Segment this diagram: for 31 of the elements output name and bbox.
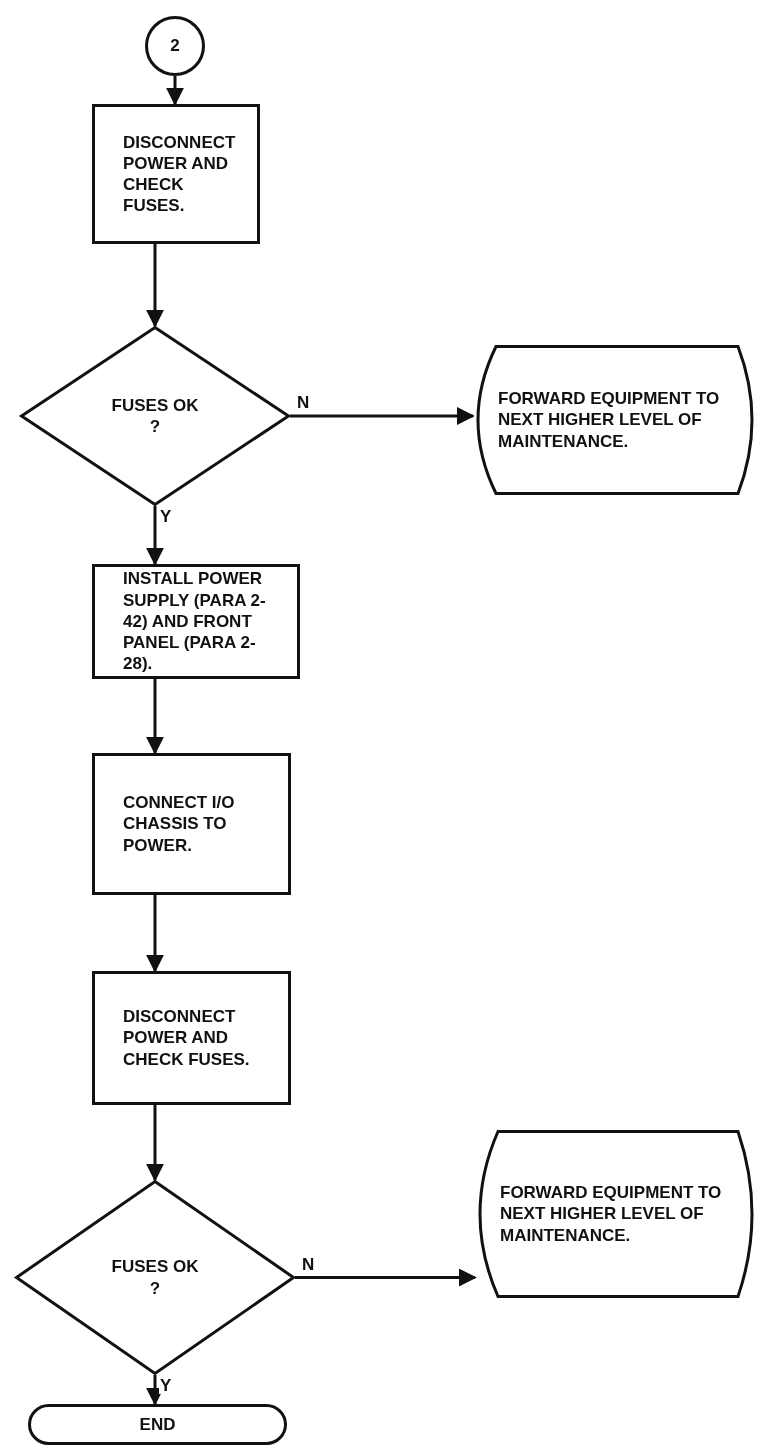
edge-label: N [296,394,311,411]
node-text: FORWARD EQUIPMENT TO NEXT HIGHER LEVEL OF MAINTENANCE. [500,1182,723,1246]
arrow [166,76,184,106]
node-text: INSTALL POWER SUPPLY (PARA 2-42) AND FRONT PANEL (PARA 2-28). [123,568,267,675]
node-text: FUSES OK ? [110,1256,200,1299]
node-text: FUSES OK ? [110,394,200,438]
arrow [146,895,164,973]
arrow [295,1268,477,1287]
arrow [146,506,164,566]
edge-label: N [301,1255,316,1273]
node-text: DISCONNECT POWER AND CHECK FUSES. [123,131,237,217]
node-text: FORWARD EQUIPMENT TO NEXT HIGHER LEVEL OF MAINTENANCE. [498,388,721,452]
node-text: DISCONNECT POWER AND CHECK FUSES. [123,1006,251,1070]
arrow [146,679,164,755]
decision-diamond [20,326,290,506]
decision-diamond [15,1180,295,1375]
process-box [92,753,291,895]
arrow [146,1105,164,1182]
arrow [146,1375,164,1406]
terminal-shape [28,1404,287,1445]
process-box [92,971,291,1105]
node-text: 2 [170,35,180,57]
node-text: CONNECT I/O CHASSIS TO POWER. [123,792,236,856]
arrow [290,407,475,425]
connector-circle [145,16,205,76]
arrow [146,244,164,328]
process-box [92,104,260,244]
edge-label: Y [159,508,173,525]
node-text: END [139,1413,176,1436]
edge-label: Y [159,1377,173,1394]
process-box [92,564,300,679]
